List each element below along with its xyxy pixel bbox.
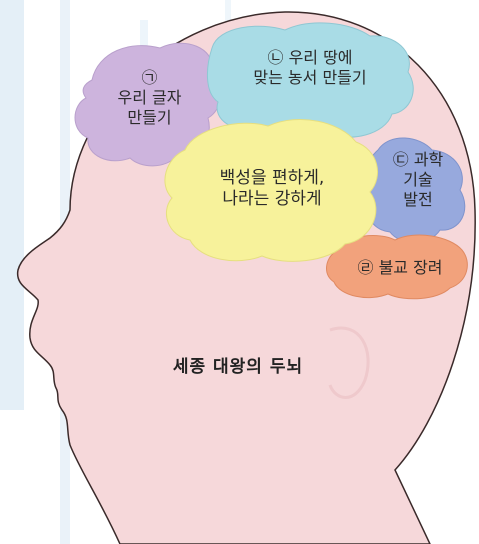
buddhism-line-1-text: 불교 장려 — [378, 258, 443, 277]
farming-line-1: ㉡ 우리 땅에 — [212, 48, 408, 68]
science-label: ㉢ 과학 기술 발전 — [372, 150, 464, 210]
center-line-2: 나라는 강하게 — [222, 189, 322, 210]
farming-line-1-text: 우리 땅에 — [288, 48, 353, 67]
science-line-3: 발전 — [403, 190, 433, 209]
ear-shadow — [328, 326, 370, 399]
letters-line-2: 만들기 — [127, 108, 172, 127]
buddhism-line-1: ㉣ 불교 장려 — [330, 258, 470, 278]
buddhism-cloud — [326, 234, 468, 300]
center-line-1: 백성을 편하게, — [219, 168, 325, 188]
science-marker: ㉢ — [392, 150, 409, 169]
science-line-1-text: 과학 — [413, 150, 444, 169]
letters-label: ㉠ 우리 글자 만들기 — [92, 68, 207, 128]
science-line-1: ㉢ 과학 — [372, 150, 464, 170]
farming-line-2: 맞는 농서 만들기 — [253, 68, 367, 87]
farming-cloud — [207, 22, 414, 142]
letters-line-1: 우리 글자 — [117, 88, 182, 107]
science-line-2: 기술 — [403, 170, 433, 189]
farming-marker: ㉡ — [267, 48, 284, 67]
farming-label: ㉡ 우리 땅에 맞는 농서 만들기 — [212, 48, 408, 88]
letters-marker: ㉠ — [141, 68, 158, 87]
buddhism-label: ㉣ 불교 장려 — [330, 258, 470, 278]
diagram-title: 세종 대왕의 두뇌 — [172, 357, 304, 377]
center-cloud — [164, 119, 378, 262]
buddhism-marker: ㉣ — [357, 258, 374, 277]
center-label: 백성을 편하게, 나라는 강하게 — [172, 168, 372, 211]
